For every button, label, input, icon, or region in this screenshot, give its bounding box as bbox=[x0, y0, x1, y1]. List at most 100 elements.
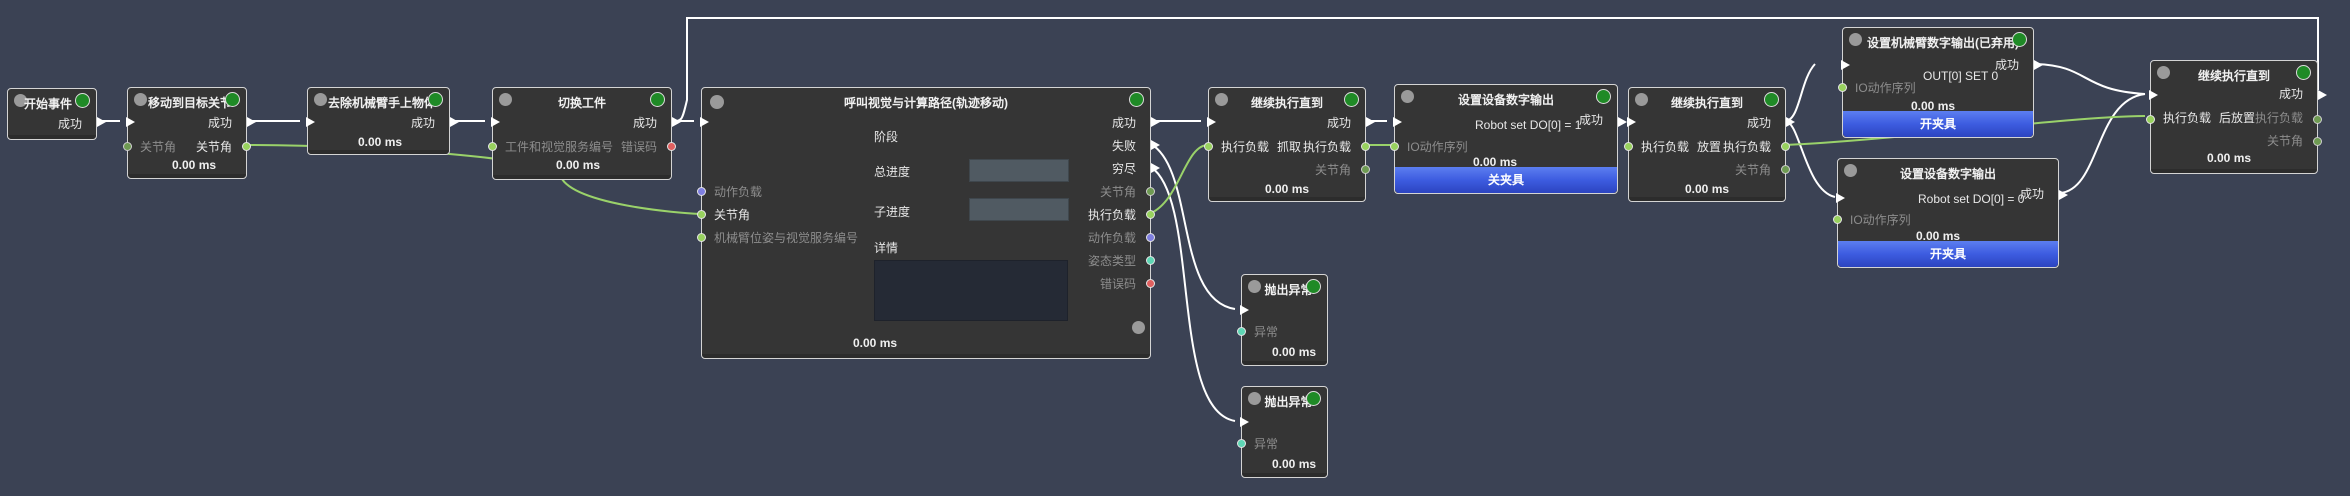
input-port-exec-load[interactable] bbox=[2146, 115, 2155, 124]
flow-in-port[interactable] bbox=[306, 117, 315, 127]
output-port-error[interactable] bbox=[667, 142, 676, 151]
port-label-success: 成功 bbox=[632, 116, 657, 130]
flow-in-port[interactable] bbox=[1240, 305, 1249, 315]
node-throw-exception[interactable]: 抛出异常 异常 0.00 ms bbox=[1237, 274, 1328, 366]
port-label-io: IO动作序列 bbox=[1855, 81, 1916, 95]
input-port-joint[interactable] bbox=[123, 142, 132, 151]
node-title: 抛出异常 bbox=[1264, 395, 1313, 409]
node-title: 开始事件 bbox=[24, 97, 73, 111]
flow-in-port[interactable] bbox=[1836, 193, 1845, 203]
input-port-exception[interactable] bbox=[1237, 439, 1246, 448]
flow-in-port[interactable] bbox=[491, 117, 500, 127]
port-label-success: 成功 bbox=[207, 116, 232, 130]
node-switch-workpiece[interactable]: 切换工件 成功 工件和视觉服务编号 错误码 0.00 ms bbox=[488, 87, 681, 180]
flow-out-port[interactable] bbox=[1618, 117, 1627, 127]
flow-out-port[interactable] bbox=[247, 117, 256, 127]
node-set-arm-output-deprecated[interactable]: 设置机械臂数字输出(已弃用) 成功 OUT[0] SET 0 IO动作序列 0.… bbox=[1838, 27, 2043, 138]
output-port-error[interactable] bbox=[1146, 279, 1155, 288]
output-port-exec-load[interactable] bbox=[1361, 142, 1370, 151]
port-label-joint-out: 关节角 bbox=[195, 140, 232, 154]
action-label: 放置 bbox=[1697, 140, 1722, 154]
flow-out-port[interactable] bbox=[1366, 117, 1375, 127]
flow-out-port[interactable] bbox=[2034, 60, 2043, 70]
port-label-io: IO动作序列 bbox=[1407, 140, 1468, 154]
node-continue-until-after-place[interactable]: 继续执行直到 成功 执行负载 后放置 执行负载 关节角 0.00 ms bbox=[2146, 60, 2327, 174]
node-title: 移动到目标关节 bbox=[148, 96, 233, 110]
input-port-exec-load[interactable] bbox=[1624, 142, 1633, 151]
status-ok-icon bbox=[1764, 92, 1779, 107]
output-port-joint[interactable] bbox=[1781, 165, 1790, 174]
port-label-exec-load-in: 执行负载 bbox=[1641, 140, 1690, 154]
action-label: 抓取 bbox=[1277, 140, 1302, 154]
node-remove-object[interactable]: 去除机械臂手上物体 成功 0.00 ms bbox=[306, 87, 459, 155]
input-port-param[interactable] bbox=[488, 142, 497, 151]
flow-in-port[interactable] bbox=[1240, 417, 1249, 427]
output-port-action-load[interactable] bbox=[1146, 233, 1155, 242]
status-ok-icon bbox=[75, 93, 90, 108]
input-port-io[interactable] bbox=[1390, 142, 1399, 151]
flow-out-port[interactable] bbox=[1786, 117, 1795, 127]
flow-in-port[interactable] bbox=[1393, 117, 1402, 127]
flow-out-port[interactable] bbox=[2318, 90, 2327, 100]
input-port-pose[interactable] bbox=[697, 233, 706, 242]
flow-out-port-exhausted[interactable] bbox=[1151, 163, 1160, 173]
node-continue-until-grab[interactable]: 继续执行直到 成功 执行负载 抓取 执行负载 关节角 0.00 ms bbox=[1204, 87, 1375, 202]
output-port-pose-type[interactable] bbox=[1146, 256, 1155, 265]
gripper-state-label: 关夹具 bbox=[1487, 173, 1524, 187]
node-throw-exception[interactable]: 抛出异常 异常 0.00 ms bbox=[1237, 386, 1328, 478]
exec-time: 0.00 ms bbox=[1473, 155, 1518, 169]
node-set-device-output-open[interactable]: 设置设备数字输出 Robot set DO[0] = 0 成功 IO动作序列 0… bbox=[1833, 158, 2068, 268]
detail-box bbox=[874, 260, 1068, 321]
node-grip-icon bbox=[1844, 164, 1857, 177]
node-set-device-output-close[interactable]: 设置设备数字输出 Robot set DO[0] = 1 成功 IO动作序列 0… bbox=[1390, 84, 1627, 194]
node-start-event[interactable]: 开始事件 成功 bbox=[7, 88, 106, 140]
node-grip-icon bbox=[499, 93, 512, 106]
port-label-success: 成功 bbox=[2019, 187, 2044, 201]
status-ok-icon bbox=[428, 92, 443, 107]
flow-in-port[interactable] bbox=[1627, 117, 1636, 127]
output-port-exec-load[interactable] bbox=[1781, 142, 1790, 151]
node-vision-path[interactable]: 呼叫视觉与计算路径(轨迹移动) 动作负载 关节角 机械臂位姿与视觉服务编号 阶段… bbox=[697, 87, 1160, 359]
flow-in-port[interactable] bbox=[126, 117, 135, 127]
status-ok-icon bbox=[1306, 391, 1321, 406]
input-port-action-load[interactable] bbox=[697, 187, 706, 196]
flow-out-port-fail[interactable] bbox=[1151, 140, 1160, 150]
output-command: Robot set DO[0] = 0 bbox=[1918, 192, 2025, 206]
input-port-exception[interactable] bbox=[1237, 327, 1246, 336]
flow-in-port[interactable] bbox=[700, 117, 709, 127]
node-option-icon[interactable] bbox=[1132, 321, 1145, 334]
flow-out-port[interactable] bbox=[672, 117, 681, 127]
gripper-state-bar: 关夹具 bbox=[1395, 167, 1617, 193]
flow-out-port[interactable] bbox=[2059, 190, 2068, 200]
port-label-error: 错误码 bbox=[620, 140, 657, 154]
output-port-exec-load[interactable] bbox=[1146, 210, 1155, 219]
node-title: 继续执行直到 bbox=[1250, 96, 1323, 110]
node-title: 设置机械臂数字输出(已弃用) bbox=[1867, 36, 2019, 50]
exec-time: 0.00 ms bbox=[1916, 229, 1961, 243]
node-grip-icon bbox=[1401, 90, 1414, 103]
node-title: 继续执行直到 bbox=[2197, 69, 2270, 83]
flow-in-port[interactable] bbox=[2149, 90, 2158, 100]
output-port-joint[interactable] bbox=[242, 142, 251, 151]
flow-out-port-success[interactable] bbox=[1151, 117, 1160, 127]
port-label-exec-load-in: 执行负载 bbox=[2163, 111, 2212, 125]
node-grip-icon bbox=[1849, 33, 1862, 46]
node-move-to-joint[interactable]: 移动到目标关节 成功 关节角 关节角 0.00 ms bbox=[123, 87, 256, 179]
input-port-io[interactable] bbox=[1838, 83, 1847, 92]
sub-progress-label: 子进度 bbox=[874, 205, 911, 219]
detail-label: 详情 bbox=[874, 241, 899, 255]
node-continue-until-place[interactable]: 继续执行直到 成功 执行负载 放置 执行负载 关节角 0.00 ms bbox=[1624, 87, 1795, 202]
port-label-success: 成功 bbox=[1111, 116, 1136, 130]
input-port-exec-load[interactable] bbox=[1204, 142, 1213, 151]
port-label-exec-load-out: 执行负载 bbox=[2254, 111, 2303, 125]
output-port-joint[interactable] bbox=[1146, 187, 1155, 196]
output-port-exec-load[interactable] bbox=[2313, 115, 2322, 124]
flow-in-port[interactable] bbox=[1207, 117, 1216, 127]
input-port-joint[interactable] bbox=[697, 210, 706, 219]
flow-out-port[interactable] bbox=[97, 117, 106, 127]
output-port-joint[interactable] bbox=[1361, 165, 1370, 174]
flow-in-port[interactable] bbox=[1841, 60, 1850, 70]
input-port-io[interactable] bbox=[1833, 215, 1842, 224]
flow-out-port[interactable] bbox=[450, 117, 459, 127]
output-port-joint[interactable] bbox=[2313, 137, 2322, 146]
